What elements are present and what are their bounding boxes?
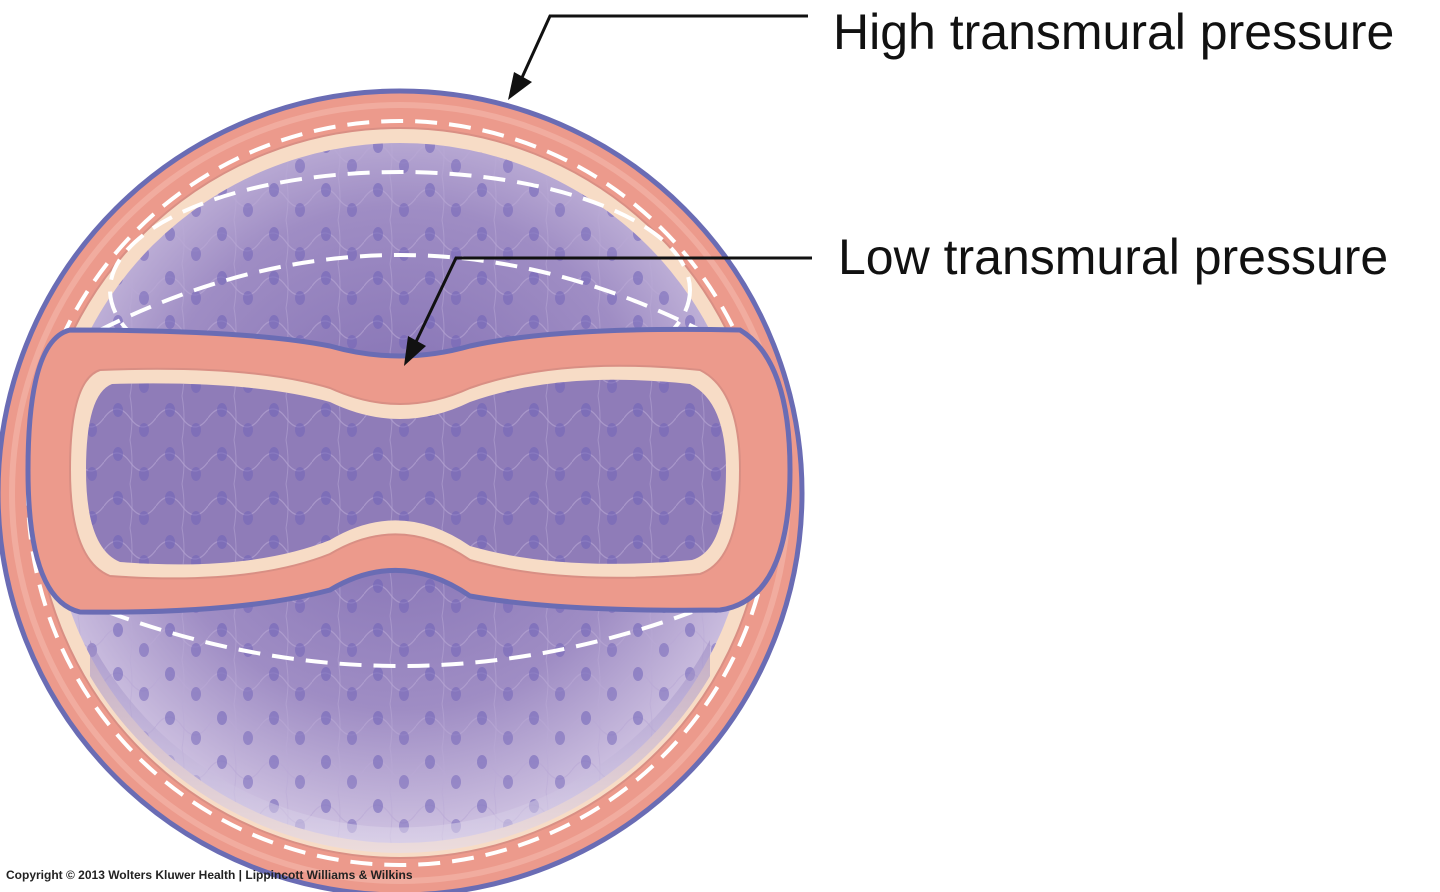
collapsed-vessel bbox=[25, 326, 793, 615]
arrow-high bbox=[508, 14, 808, 100]
copyright-notice: Copyright © 2013 Wolters Kluwer Health |… bbox=[6, 868, 413, 882]
label-high-transmural-pressure: High transmural pressure bbox=[833, 4, 1395, 60]
label-low-transmural-pressure: Low transmural pressure bbox=[838, 229, 1389, 285]
arrow-low bbox=[404, 256, 812, 366]
